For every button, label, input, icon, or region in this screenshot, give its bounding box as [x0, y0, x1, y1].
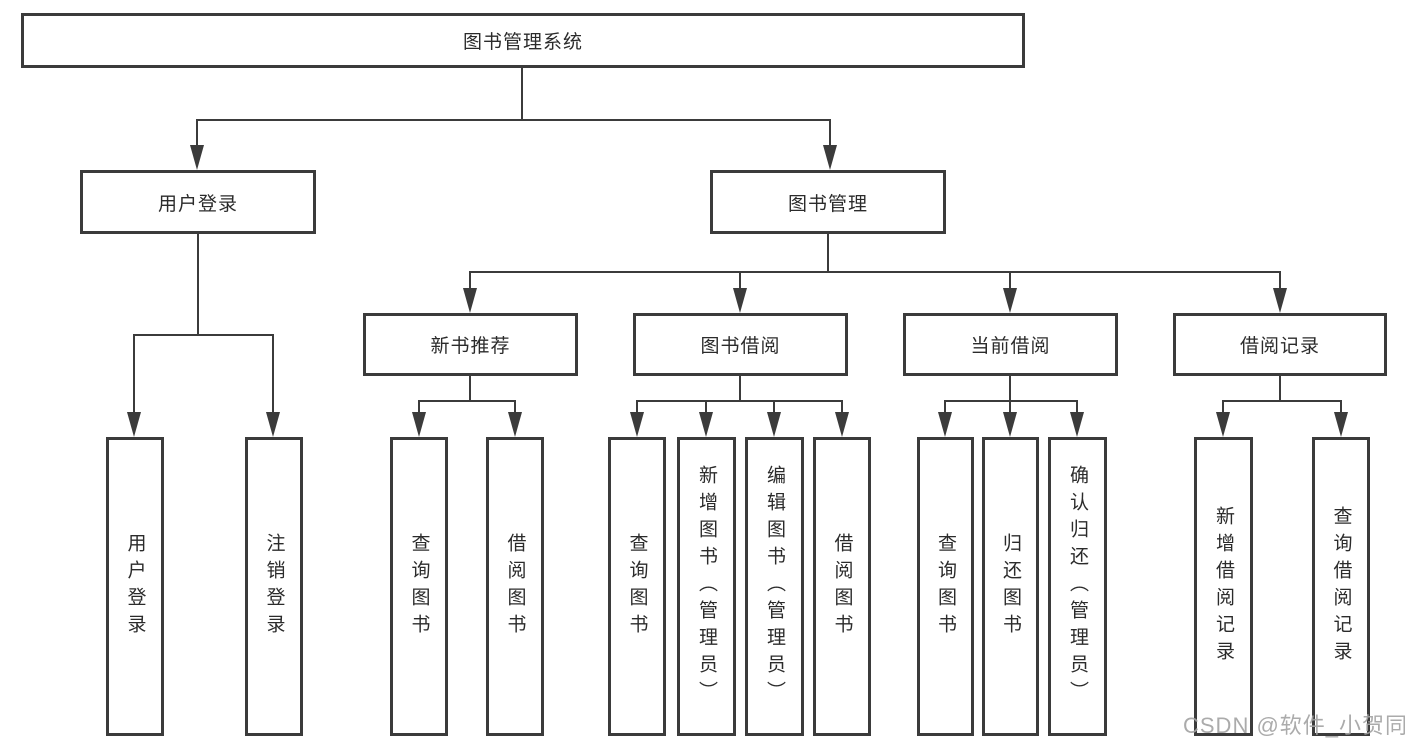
connector-line	[1009, 400, 1011, 413]
leaf-label: 查询借阅记录	[1330, 505, 1352, 668]
connector-line	[739, 376, 741, 401]
leaf-return-books: 归还图书	[982, 437, 1039, 736]
csdn-watermark: CSDN @软件_小贺同学	[1183, 713, 1405, 738]
arrow-down-icon	[699, 412, 713, 437]
connector-line	[1222, 400, 1224, 413]
arrow-down-icon	[1334, 412, 1348, 437]
arrow-down-icon	[1070, 412, 1084, 437]
connector-line	[1279, 271, 1281, 288]
arrow-down-icon	[835, 412, 849, 437]
node-current-borrowing: 当前借阅	[903, 313, 1118, 376]
leaf-label: 新增图书（管理员）	[696, 465, 717, 708]
leaf-label: 归还图书	[1000, 532, 1021, 641]
arrow-down-icon	[266, 412, 280, 437]
leaf-add-books-admin: 新增图书（管理员）	[677, 437, 736, 736]
connector-line	[827, 234, 829, 272]
node-label: 图书借阅	[700, 336, 781, 357]
arrow-down-icon	[127, 412, 141, 437]
arrow-down-icon	[1216, 412, 1230, 437]
node-label: 图书管理系统	[462, 32, 583, 53]
arrow-down-icon	[190, 145, 204, 170]
leaf-label: 注销登录	[263, 532, 285, 641]
node-book-borrowing: 图书借阅	[633, 313, 848, 376]
leaf-query-books-borrow: 查询图书	[608, 437, 666, 736]
leaf-confirm-return-admin: 确认归还（管理员）	[1048, 437, 1107, 736]
arrow-down-icon	[938, 412, 952, 437]
leaf-borrow-books-recommend: 借阅图书	[486, 437, 544, 736]
leaf-label: 编辑图书（管理员）	[764, 465, 785, 708]
leaf-label: 查询图书	[935, 532, 956, 641]
connector-line	[196, 119, 831, 121]
node-label: 当前借阅	[970, 336, 1051, 357]
node-label: 用户登录	[157, 193, 238, 215]
leaf-edit-books-admin: 编辑图书（管理员）	[745, 437, 804, 736]
connector-line	[829, 119, 831, 147]
node-book-management: 图书管理	[710, 170, 946, 234]
connector-line	[133, 334, 135, 412]
arrow-down-icon	[733, 288, 747, 313]
connector-line	[133, 334, 274, 336]
connector-line	[773, 400, 775, 413]
connector-line	[739, 271, 741, 288]
connector-line	[1222, 400, 1342, 402]
connector-line	[1279, 376, 1281, 401]
arrow-down-icon	[1003, 288, 1017, 313]
connector-line	[1009, 376, 1011, 401]
connector-line	[272, 334, 274, 412]
connector-line	[636, 400, 843, 402]
node-library-management-system: 图书管理系统	[21, 13, 1025, 68]
connector-line	[469, 271, 1281, 273]
leaf-borrow-books: 借阅图书	[813, 437, 871, 736]
connector-line	[418, 400, 516, 402]
connector-line	[1340, 400, 1342, 413]
arrow-down-icon	[1003, 412, 1017, 437]
node-label: 新书推荐	[430, 336, 511, 357]
leaf-label: 确认归还（管理员）	[1067, 465, 1088, 708]
connector-line	[1009, 271, 1011, 288]
arrow-down-icon	[463, 288, 477, 313]
connector-line	[514, 400, 516, 413]
leaf-label: 借阅图书	[831, 532, 853, 641]
connector-line	[636, 400, 638, 413]
connector-line	[705, 400, 707, 413]
arrow-down-icon	[630, 412, 644, 437]
node-new-book-recommendation: 新书推荐	[363, 313, 578, 376]
leaf-query-books-recommend: 查询图书	[390, 437, 448, 736]
connector-line	[469, 271, 471, 288]
connector-line	[469, 376, 471, 401]
connector-line	[521, 68, 523, 120]
leaf-user-login: 用户登录	[106, 437, 164, 736]
node-user-login: 用户登录	[80, 170, 316, 234]
leaf-label: 查询图书	[626, 532, 648, 641]
connector-line	[944, 400, 946, 413]
node-label: 图书管理	[787, 193, 868, 215]
connector-line	[841, 400, 843, 413]
arrow-down-icon	[1273, 288, 1287, 313]
connector-line	[196, 119, 198, 147]
connector-line	[197, 234, 199, 335]
leaf-label: 新增借阅记录	[1213, 505, 1234, 668]
leaf-label: 用户登录	[124, 532, 146, 641]
leaf-label: 查询图书	[408, 532, 430, 641]
leaf-query-books-current: 查询图书	[917, 437, 974, 736]
leaf-logout: 注销登录	[245, 437, 303, 736]
connector-line	[418, 400, 420, 413]
arrow-down-icon	[823, 145, 837, 170]
arrow-down-icon	[508, 412, 522, 437]
connector-line	[1076, 400, 1078, 413]
leaf-query-borrow-record: 查询借阅记录	[1312, 437, 1370, 736]
node-borrowing-records: 借阅记录	[1173, 313, 1387, 376]
connector-line	[944, 400, 1078, 402]
arrow-down-icon	[767, 412, 781, 437]
leaf-add-borrow-record: 新增借阅记录	[1194, 437, 1253, 736]
node-label: 借阅记录	[1239, 336, 1320, 357]
leaf-label: 借阅图书	[504, 532, 526, 641]
arrow-down-icon	[412, 412, 426, 437]
